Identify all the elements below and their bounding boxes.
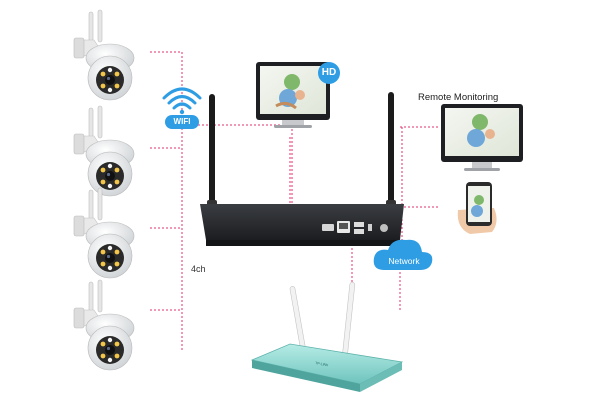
camera-2 [73,105,135,197]
wifi-icon [162,87,202,115]
hd-monitor [256,62,330,128]
cloud-icon [373,239,433,270]
connector-lines [150,51,438,352]
camera-3 [73,187,135,279]
network-label: Network [388,256,420,266]
wifi-badge [165,115,199,129]
nvr-recorder [200,92,404,246]
router-icon: TP-LINK [250,281,404,392]
channel-count-label: 4ch [191,264,206,274]
hd-badge [318,62,340,84]
hd-label: HD [321,67,337,78]
remote-monitor [441,104,523,171]
remote-monitoring-label: Remote Monitoring [418,92,499,103]
camera-4 [73,279,135,371]
wifi-label: WIFI [173,117,191,126]
camera-1 [73,9,135,101]
svg-text:TP-LINK: TP-LINK [315,361,330,367]
smartphone-icon [457,182,497,234]
